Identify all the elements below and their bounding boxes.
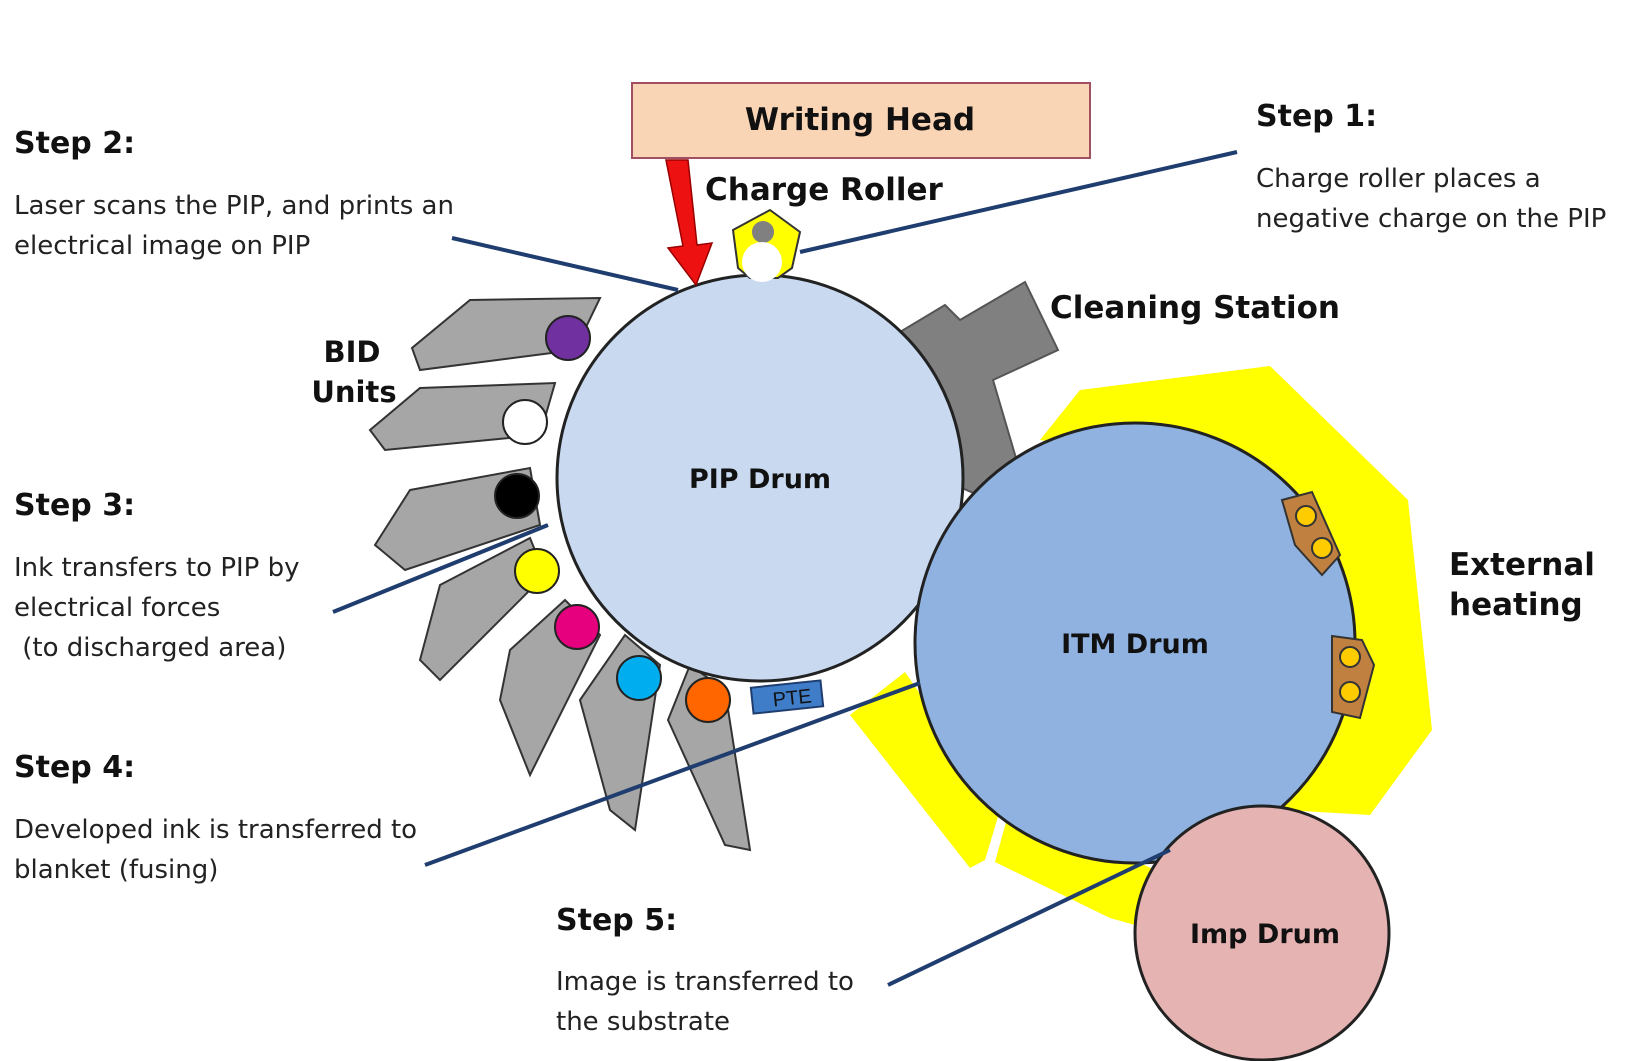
heater-pad-2-dot-b <box>1339 681 1361 703</box>
writing-head-box <box>631 82 1091 159</box>
charge-roller-label: Charge Roller <box>705 172 943 208</box>
pte-unit: PTE <box>749 679 825 715</box>
ink-roller-yellow <box>514 548 560 594</box>
step1-annotation: Step 1: Charge roller places a negative … <box>1256 99 1606 234</box>
step3-title: Step 3: <box>14 488 135 523</box>
step1-line2: negative charge on the PIP <box>1256 204 1606 234</box>
step5-line2: the substrate <box>556 1007 730 1037</box>
step3-line1: Ink transfers to PIP by <box>14 553 300 583</box>
heater-pad-1-dot-a <box>1295 505 1317 527</box>
ink-rollers <box>494 315 731 723</box>
ink-roller-black <box>494 473 540 519</box>
charge-roller-wheel <box>742 242 782 282</box>
ink-roller-white <box>502 399 548 445</box>
step5-line1: Image is transferred to <box>556 967 854 997</box>
itm-drum-label: ITM Drum <box>1061 629 1209 660</box>
leader-step2 <box>451 236 679 292</box>
heating-lower-band-left <box>850 672 1000 868</box>
step2-title: Step 2: <box>14 126 135 161</box>
external-heating-label-line1: External <box>1449 547 1595 583</box>
leader-step3 <box>332 523 549 614</box>
writing-head: Writing Head <box>631 82 1091 159</box>
leader-step1 <box>799 150 1238 254</box>
ink-roller-magenta <box>554 604 600 650</box>
pip-drum-label: PIP Drum <box>689 464 831 495</box>
leader-step5 <box>887 848 1171 987</box>
step4-line1: Developed ink is transferred to <box>14 815 417 845</box>
pte-box <box>749 679 825 715</box>
step4-annotation: Step 4: Developed ink is transferred to … <box>14 750 417 885</box>
heater-pads <box>1280 490 1376 720</box>
bid-units-label-line1: BID <box>324 335 381 369</box>
step4-title: Step 4: <box>14 750 135 785</box>
pte-label: PTE <box>772 685 813 711</box>
leader-lines <box>332 150 1238 987</box>
heater-pad-1-dot-b <box>1311 537 1333 559</box>
bid-units-label-line2: Units <box>311 375 396 409</box>
step3-line2: electrical forces <box>14 593 220 623</box>
external-heating-label-line2: heating <box>1449 587 1583 623</box>
imp-drum-label: Imp Drum <box>1190 919 1340 950</box>
step2-line1: Laser scans the PIP, and prints an <box>14 191 454 221</box>
bid-unit-4 <box>418 536 547 682</box>
leader-step4 <box>424 681 921 867</box>
charge-roller <box>731 208 802 282</box>
heater-pad-2-dot-a <box>1339 646 1361 668</box>
step1-title: Step 1: <box>1256 99 1377 134</box>
ink-roller-cyan <box>616 655 662 701</box>
step3-annotation: Step 3: Ink transfers to PIP by electric… <box>14 488 300 663</box>
step4-line2: blanket (fusing) <box>14 855 218 885</box>
writing-head-label: Writing Head <box>745 102 975 138</box>
heating-lower-band-right <box>995 815 1155 925</box>
laser-arrow <box>665 159 714 287</box>
cleaning-station-label: Cleaning Station <box>1050 290 1340 326</box>
ink-roller-orange <box>685 677 731 723</box>
step2-line2: electrical image on PIP <box>14 231 310 261</box>
step5-title: Step 5: <box>556 903 677 938</box>
step3-line3: (to discharged area) <box>14 633 286 663</box>
ink-roller-violet <box>545 315 591 361</box>
charge-roller-axle <box>752 221 774 243</box>
step5-annotation: Step 5: Image is transferred to the subs… <box>556 903 854 1037</box>
step1-line1: Charge roller places a <box>1256 164 1541 194</box>
imp-drum <box>1133 804 1391 1061</box>
step2-annotation: Step 2: Laser scans the PIP, and prints … <box>14 126 454 261</box>
